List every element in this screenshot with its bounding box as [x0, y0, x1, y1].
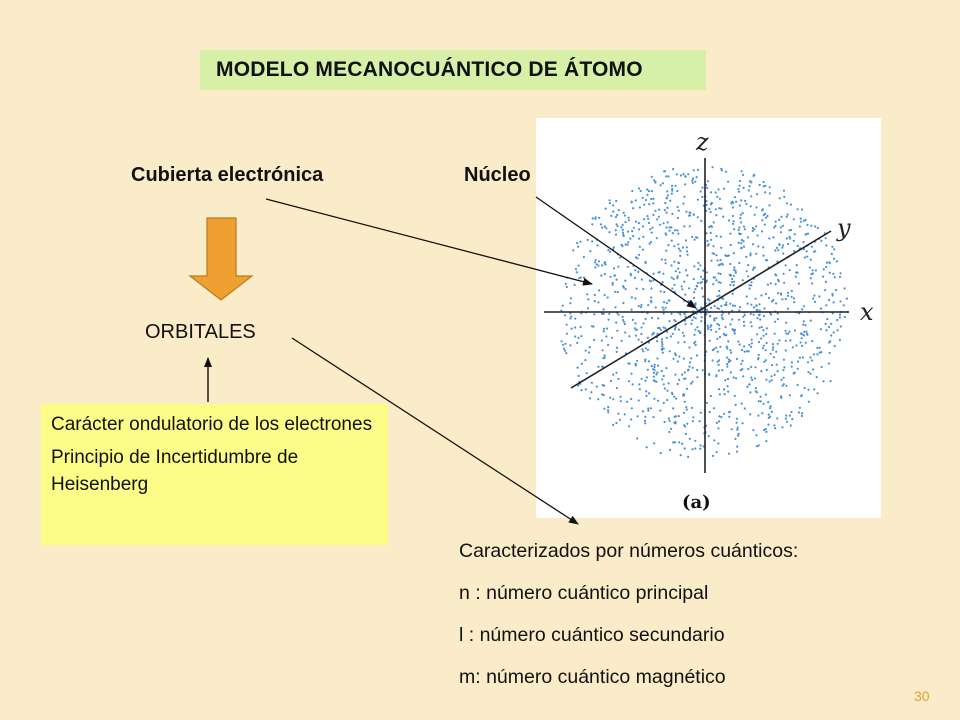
- axis-y-label: y: [836, 214, 851, 242]
- slide-title: MODELO MECANOCUÁNTICO DE ÁTOMO: [200, 50, 706, 90]
- axis-z-label: z: [695, 128, 709, 156]
- label-orbitals: ORBITALES: [145, 321, 256, 343]
- quantum-l: l : número cuántico secundario: [459, 624, 725, 646]
- y-axis-line: [570, 230, 832, 389]
- quantum-n: n : número cuántico principal: [459, 582, 709, 604]
- uncertainty-principle-text: Principio de Incertidumbre de Heisenberg: [51, 447, 299, 495]
- orbital-figure: z y x (a): [536, 118, 881, 518]
- page-number: 30: [914, 688, 930, 704]
- figure-caption: (a): [682, 492, 711, 513]
- axis-x-label: x: [860, 298, 874, 326]
- label-electron-shell: Cubierta electrónica: [131, 164, 324, 186]
- quantum-m: m: número cuántico magnético: [459, 666, 726, 688]
- quantum-heading: Caracterizados por números cuánticos:: [459, 540, 799, 562]
- wave-nature-text: Carácter ondulatorio de los electrones: [51, 414, 373, 435]
- orange-down-arrow: [188, 217, 254, 301]
- orbital-svg: z y x (a): [544, 128, 874, 513]
- wave-nature-box: Carácter ondulatorio de los electrones P…: [41, 404, 388, 545]
- slide-title-text: MODELO MECANOCUÁNTICO DE ÁTOMO: [216, 58, 643, 81]
- quantum-numbers-list: Caracterizados por números cuánticos: n …: [459, 532, 798, 700]
- label-nucleus: Núcleo: [464, 164, 531, 186]
